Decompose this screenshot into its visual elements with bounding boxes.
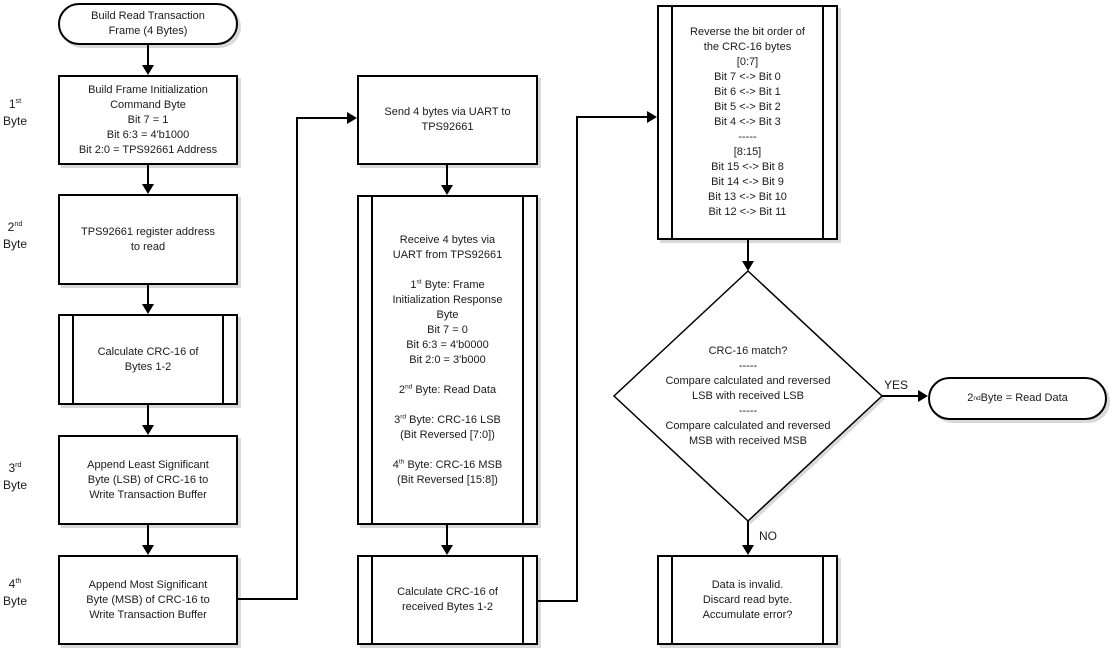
node-build-command-byte: Build Frame Initialization Command Byte … [58, 75, 238, 165]
arrowhead-crcrecv-to-reverse [647, 111, 657, 123]
arrowhead-receive-to-crcrecv [441, 545, 453, 555]
predefined-bar-right [522, 197, 524, 523]
node-calculate-crc16: Calculate CRC-16 of Bytes 1-2 [58, 314, 238, 405]
connector-cmdbyte-to-regaddr [147, 165, 149, 184]
node-start-terminator: Build Read Transaction Frame (4 Bytes) [58, 3, 238, 45]
node-reverse-bit-order-label: Reverse the bit order of the CRC-16 byte… [690, 26, 805, 218]
arrowhead-decision-no [742, 545, 754, 555]
arrowhead-start-to-cmdbyte [142, 65, 154, 75]
node-reverse-bit-order: Reverse the bit order of the CRC-16 byte… [657, 5, 838, 240]
predefined-bar-right [222, 316, 224, 403]
predefined-bar-left [371, 557, 373, 643]
connector-msb-to-send-h1 [238, 598, 298, 600]
arrowhead-crc-to-lsb [142, 425, 154, 435]
connector-reverse-to-decision [747, 240, 749, 261]
predefined-bar-right [522, 557, 524, 643]
predefined-bar-right [822, 557, 824, 643]
connector-decision-no [747, 520, 749, 545]
connector-receive-to-crcrecv [446, 525, 448, 545]
node-receive-uart-label: Receive 4 bytes via UART from TPS92661 1… [392, 233, 503, 486]
decision-diamond [612, 269, 885, 524]
arrowhead-send-to-receive [441, 185, 453, 195]
connector-crcrecv-to-reverse-h1 [538, 600, 578, 602]
predefined-bar-left [671, 7, 673, 238]
connector-decision-yes [882, 395, 918, 397]
edge-label-no: NO [759, 529, 777, 543]
arrowhead-cmdbyte-to-regaddr [142, 184, 154, 194]
arrowhead-lsb-to-msb [142, 545, 154, 555]
node-send-uart: Send 4 bytes via UART to TPS92661 [357, 75, 538, 165]
node-crc-match-decision: CRC-16 match? ----- Compare calculated a… [665, 345, 831, 447]
node-data-invalid: Data is invalid. Discard read byte. Accu… [657, 555, 838, 645]
connector-start-to-cmdbyte [147, 45, 149, 65]
connector-crcrecv-to-reverse-h2 [576, 116, 647, 118]
node-calculate-crc16-received: Calculate CRC-16 of received Bytes 1-2 [357, 555, 538, 645]
node-calculate-crc16-received-label: Calculate CRC-16 of received Bytes 1-2 [397, 586, 498, 613]
side-label-3rd-byte: 3rd Byte [2, 460, 27, 492]
side-label-4th-byte: 4th Byte [2, 576, 27, 608]
connector-regaddr-to-crc [147, 285, 149, 304]
connector-msb-to-send-h2 [296, 117, 347, 119]
side-label-1st-byte: 1st Byte [2, 96, 27, 128]
node-calculate-crc16-label: Calculate CRC-16 of Bytes 1-2 [97, 345, 199, 373]
arrowhead-reverse-to-decision [742, 261, 754, 271]
connector-send-to-receive [446, 165, 448, 185]
connector-msb-to-send-v [296, 117, 298, 600]
connector-crc-to-lsb [147, 405, 149, 425]
predefined-bar-right [822, 7, 824, 238]
predefined-bar-left [72, 316, 74, 403]
connector-lsb-to-msb [147, 525, 149, 545]
predefined-bar-left [371, 197, 373, 523]
arrowhead-regaddr-to-crc [142, 304, 154, 314]
edge-label-yes: YES [884, 378, 909, 392]
connector-crcrecv-to-reverse-v [576, 116, 578, 602]
node-receive-uart: Receive 4 bytes via UART from TPS92661 1… [357, 195, 538, 525]
node-register-address: TPS92661 register address to read [58, 194, 238, 285]
node-data-invalid-label: Data is invalid. Discard read byte. Accu… [702, 578, 793, 621]
side-label-2nd-byte: 2nd Byte [2, 219, 27, 251]
arrowhead-decision-yes [918, 390, 928, 402]
predefined-bar-left [671, 557, 673, 643]
node-append-msb: Append Most Significant Byte (MSB) of CR… [58, 555, 238, 645]
arrowhead-msb-to-send [347, 112, 357, 124]
node-append-lsb: Append Least Significant Byte (LSB) of C… [58, 435, 238, 525]
